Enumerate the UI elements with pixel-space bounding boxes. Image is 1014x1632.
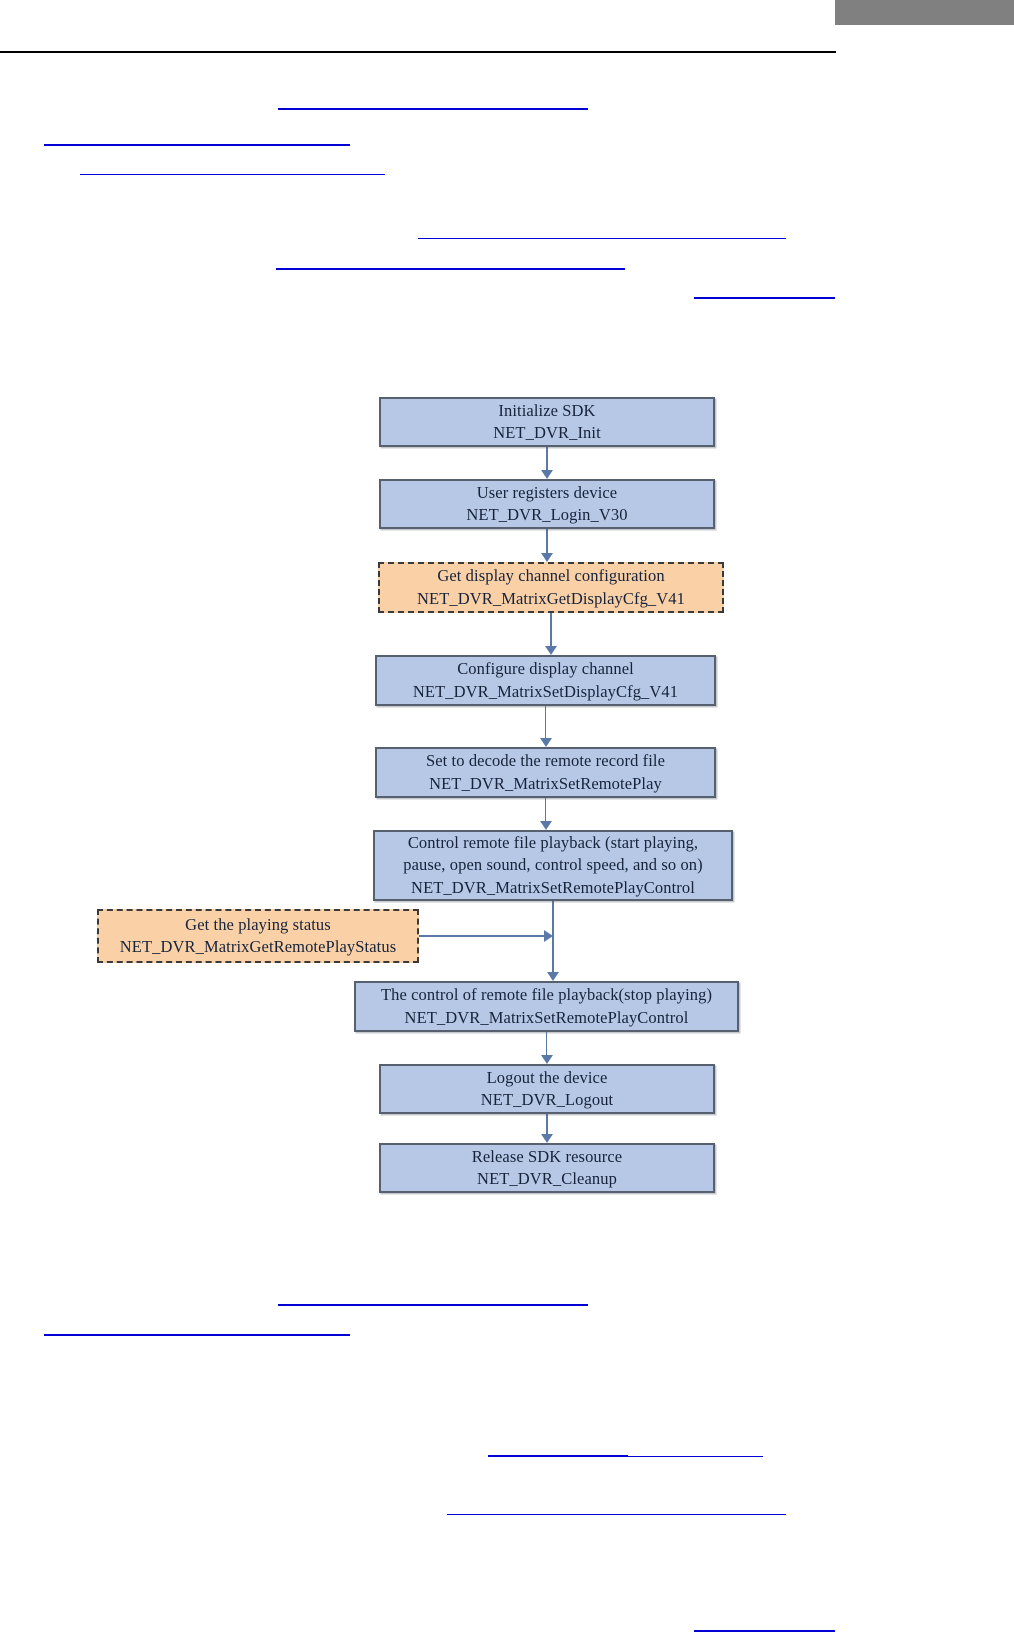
flow-node-set-display-cfg-line-2: NET_DVR_MatrixSetDisplayCfg_V41	[412, 681, 679, 701]
flow-node-cleanup-line-2: NET_DVR_Cleanup	[477, 1169, 617, 1188]
edge-set-display-cfg-to-set-remote-play	[544, 706, 547, 739]
arrowhead-set-display-cfg-to-set-remote-play	[539, 738, 552, 747]
flow-node-login-line-1: User registers device	[476, 482, 618, 502]
arrowhead-stop-playing-to-logout	[540, 1055, 553, 1064]
link-bottom-4[interactable]	[489, 1456, 763, 1457]
link-bottom-5[interactable]	[447, 1514, 786, 1515]
flow-node-init-line-1: Initialize SDK	[498, 400, 596, 420]
edge-init-to-login	[546, 447, 548, 471]
header-divider-rule	[0, 51, 836, 53]
flow-node-stop-playing-line-1: The control of remote file playback(stop…	[380, 985, 713, 1005]
flow-node-init-line-2: NET_DVR_Init	[493, 423, 601, 442]
flow-node-cleanup-line-1: Release SDK resource	[471, 1146, 623, 1166]
arrowhead-remote-play-control-to-stop-playing	[547, 972, 559, 981]
flow-node-get-play-status-line-2: NET_DVR_MatrixGetRemotePlayStatus	[119, 937, 397, 956]
flow-node-login-line-2: NET_DVR_Login_V30	[466, 505, 628, 524]
page-header-tab	[835, 0, 1014, 25]
flow-node-init: Initialize SDK NET_DVR_Init	[379, 397, 715, 447]
flow-node-set-display-cfg-line-1: Configure display channel	[457, 659, 634, 679]
flow-node-get-display-cfg-line-1: Get display channel configuration	[437, 566, 665, 586]
arrowhead-init-to-login	[541, 470, 553, 479]
link-top-5[interactable]	[276, 268, 625, 270]
link-top-1[interactable]	[278, 108, 588, 110]
flow-node-remote-play-control-line-1: Control remote file playback (start play…	[407, 833, 699, 853]
arrowhead-logout-to-cleanup	[541, 1134, 553, 1143]
link-top-2[interactable]	[44, 144, 350, 146]
edge-get-play-status-to-remote-play-control	[419, 935, 544, 937]
edge-set-remote-play-to-remote-play-control	[544, 798, 547, 822]
flow-node-set-remote-play-line-1: Set to decode the remote record file	[425, 751, 666, 771]
arrowhead-get-play-status-to-remote-play-control	[544, 930, 553, 942]
flow-node-logout-line-2: NET_DVR_Logout	[480, 1090, 614, 1109]
arrowhead-login-to-get-display-cfg	[541, 553, 553, 562]
edge-remote-play-control-to-stop-playing	[552, 901, 554, 973]
link-bottom-1[interactable]	[278, 1304, 588, 1306]
edge-get-display-cfg-to-set-display-cfg	[550, 613, 552, 647]
flow-node-logout-line-1: Logout the device	[486, 1067, 608, 1087]
edge-stop-playing-to-logout	[545, 1032, 548, 1056]
flow-node-get-play-status-line-1: Get the playing status	[185, 914, 331, 934]
flow-node-remote-play-control-line-3: NET_DVR_MatrixSetRemotePlayControl	[411, 877, 695, 897]
flow-node-remote-play-control: Control remote file playback (start play…	[373, 830, 733, 901]
arrowhead-get-display-cfg-to-set-display-cfg	[545, 646, 557, 655]
flow-node-stop-playing-line-2: NET_DVR_MatrixSetRemotePlayControl	[404, 1007, 689, 1027]
link-top-6[interactable]	[694, 297, 835, 299]
edge-login-to-get-display-cfg	[546, 529, 548, 554]
arrowhead-set-remote-play-to-remote-play-control	[539, 821, 552, 830]
flow-node-get-display-cfg-line-2: NET_DVR_MatrixGetDisplayCfg_V41	[417, 588, 685, 608]
flow-node-stop-playing: The control of remote file playback(stop…	[354, 981, 739, 1032]
edge-logout-to-cleanup	[546, 1114, 548, 1135]
link-top-3[interactable]	[80, 174, 385, 175]
link-top-4[interactable]	[418, 238, 786, 239]
link-bottom-2[interactable]	[44, 1334, 350, 1336]
flow-node-set-remote-play-line-2: NET_DVR_MatrixSetRemotePlay	[429, 773, 662, 793]
flow-node-remote-play-control-line-2: pause, open sound, control speed, and so…	[403, 855, 703, 875]
